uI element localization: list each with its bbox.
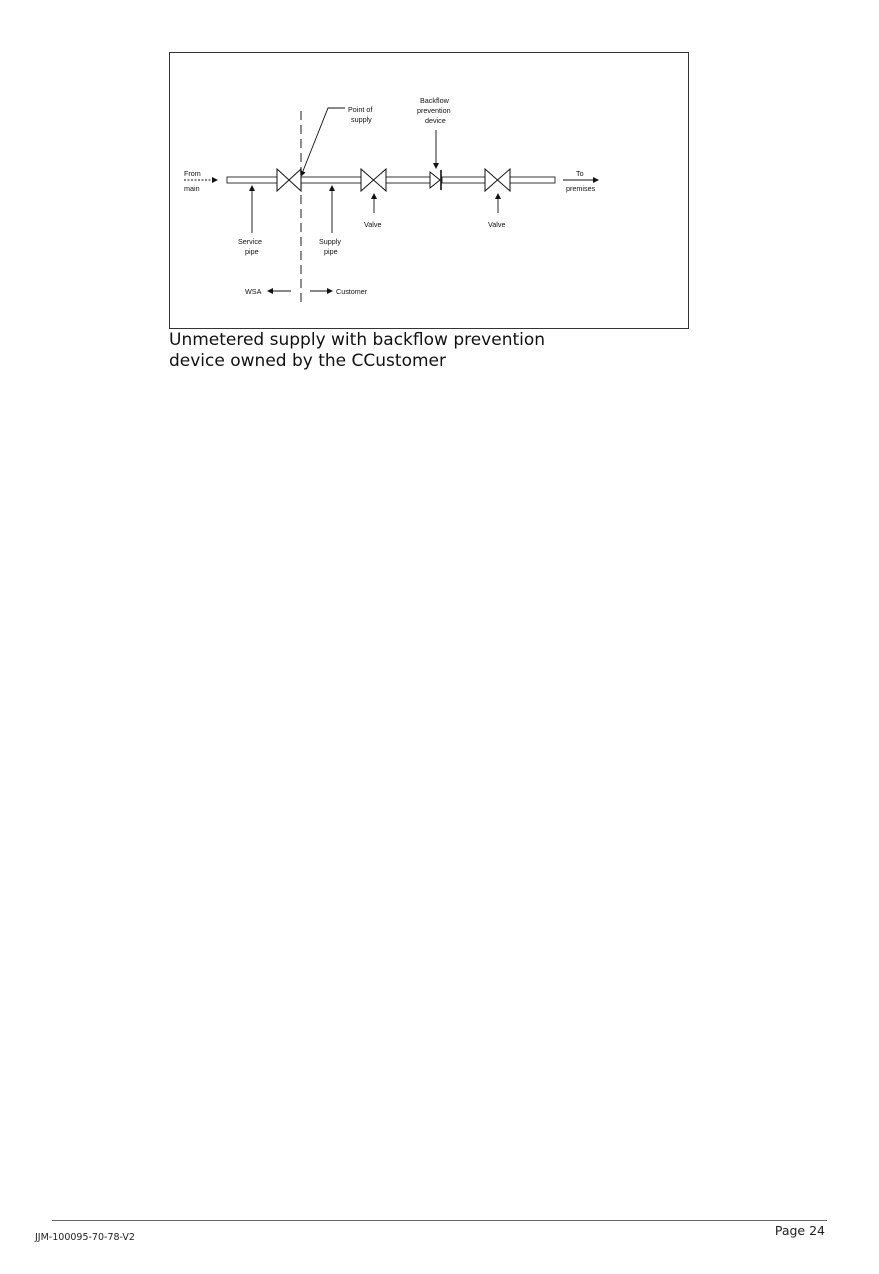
label-supply-pipe-2: pipe bbox=[324, 247, 338, 256]
label-to-premises-2: premises bbox=[566, 184, 596, 193]
label-valve-2: Valve bbox=[488, 220, 505, 229]
valve-1-icon bbox=[360, 167, 387, 193]
diagram-figure: From main Point of supply Backflow preve… bbox=[169, 52, 689, 329]
label-backflow-2: prevention bbox=[417, 106, 451, 115]
caption-line-1: Unmetered supply with backflow preventio… bbox=[169, 330, 546, 350]
backflow-prevention-device-icon bbox=[429, 170, 442, 190]
valve-2-icon bbox=[484, 167, 511, 193]
point-of-supply-pointer bbox=[300, 107, 345, 177]
pipe-segment-3 bbox=[441, 176, 486, 184]
caption-line-2: device owned by the CCustomer bbox=[169, 351, 446, 371]
label-supply-pipe-1: Supply bbox=[319, 237, 341, 246]
service-pipe bbox=[226, 176, 278, 184]
label-from-main-1: From bbox=[184, 169, 201, 178]
label-to-premises-1: To bbox=[576, 169, 584, 178]
pipe-segment-2 bbox=[385, 176, 431, 184]
label-point-of-supply-2: supply bbox=[351, 115, 372, 124]
page-number: Page 24 bbox=[774, 1223, 825, 1238]
label-service-pipe-2: pipe bbox=[245, 247, 259, 256]
pipe-segment-4 bbox=[509, 176, 556, 184]
label-customer: Customer bbox=[336, 287, 368, 296]
label-from-main-2: main bbox=[184, 184, 200, 193]
footer-divider bbox=[52, 1220, 827, 1221]
label-wsa: WSA bbox=[245, 287, 262, 296]
supply-diagram: From main Point of supply Backflow preve… bbox=[184, 96, 599, 305]
label-point-of-supply-1: Point of bbox=[348, 105, 372, 114]
label-backflow-1: Backflow bbox=[420, 96, 450, 105]
label-service-pipe-1: Service bbox=[238, 237, 262, 246]
document-id: JJM-100095-70-78-V2 bbox=[35, 1232, 135, 1243]
label-valve-1: Valve bbox=[364, 220, 381, 229]
figure-caption: Unmetered supply with backflow preventio… bbox=[169, 330, 589, 372]
point-of-supply-valve-icon bbox=[276, 167, 302, 193]
supply-pipe bbox=[300, 176, 362, 184]
label-backflow-3: device bbox=[425, 116, 446, 125]
